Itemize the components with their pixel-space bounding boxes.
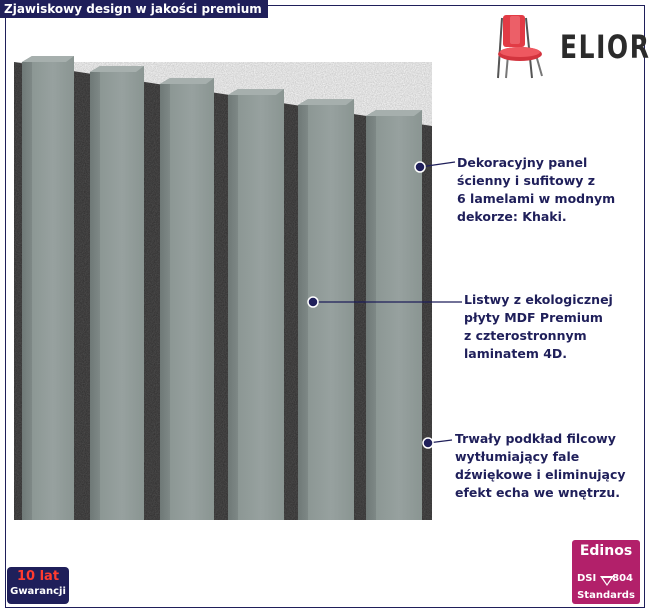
check-icon bbox=[600, 576, 614, 586]
chair-icon bbox=[497, 15, 543, 79]
content-frame bbox=[5, 5, 645, 608]
callout-connector-2 bbox=[307, 296, 462, 308]
warranty-badge: 10 lat Gwarancji bbox=[7, 567, 69, 604]
callout-text-3: Trwały podkład filcowy wytłumiający fale… bbox=[455, 431, 626, 500]
certificate-brand: Edinos bbox=[579, 543, 633, 559]
slat-4 bbox=[228, 89, 284, 520]
callout-connector-3 bbox=[422, 437, 453, 449]
certificate-left: DSI bbox=[577, 573, 597, 584]
certificate-badge: Edinos DSI 804 Standards bbox=[572, 540, 640, 604]
callout-connector-1 bbox=[414, 161, 456, 173]
slat-5 bbox=[298, 99, 354, 520]
page-title: Zjawiskowy design w jakości premium bbox=[0, 0, 268, 18]
certificate-label: Standards bbox=[577, 590, 635, 601]
warranty-label: Gwarancji bbox=[10, 586, 66, 597]
slat-1 bbox=[22, 56, 74, 520]
callout-text-1: Dekoracyjny panel ścienny i sufitowy z 6… bbox=[457, 155, 616, 224]
warranty-years: 10 lat bbox=[16, 569, 60, 584]
callout-text-2: Listwy z ekologicznej płyty MDF Premium … bbox=[464, 292, 613, 361]
certificate-row: DSI 804 bbox=[572, 573, 640, 587]
slat-2 bbox=[90, 66, 144, 520]
slat-6 bbox=[366, 110, 422, 520]
slat-3 bbox=[160, 78, 214, 520]
brand-name: ELIOR bbox=[560, 28, 650, 66]
certificate-number: 804 bbox=[612, 573, 633, 584]
